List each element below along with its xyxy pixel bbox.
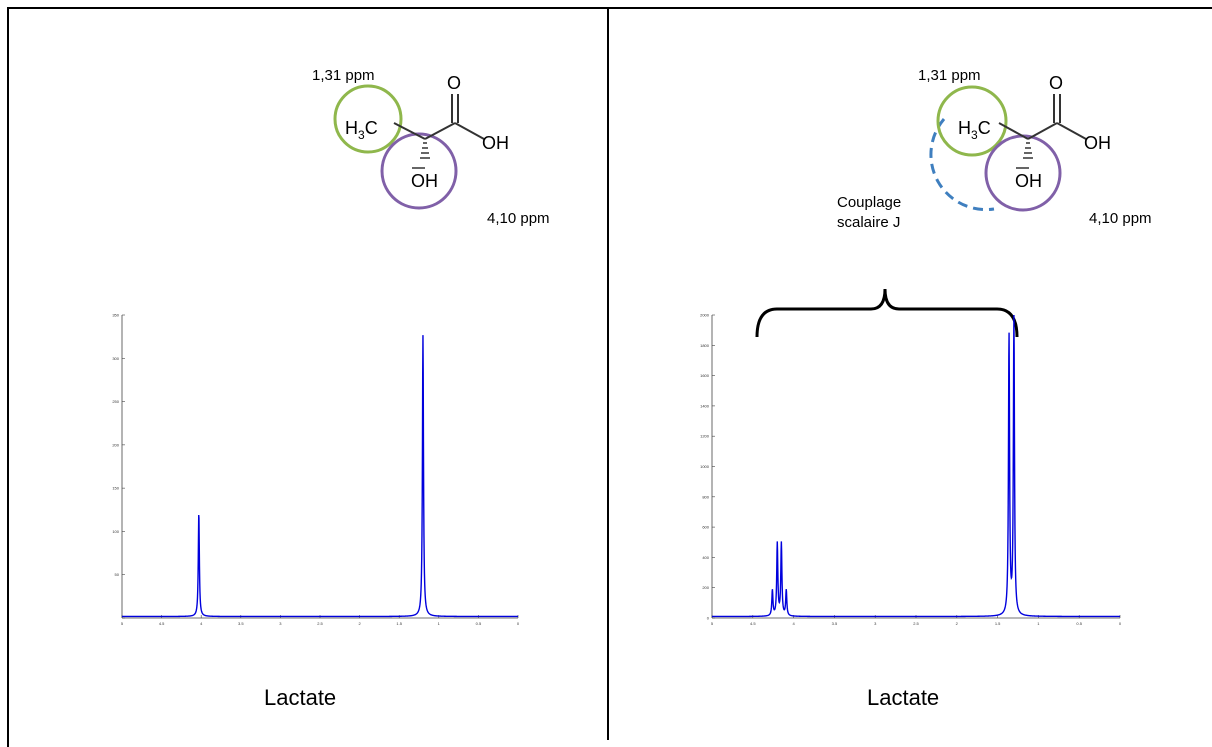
x-tick-label: 4.5 [159, 621, 165, 626]
x-tick-label: 0.5 [1076, 621, 1082, 626]
spectrum-chart-left: 5 4.5 4 3.5 3 2.5 2 1.5 1 0.5 0 50 100 150 200 250 300 35… [112, 313, 520, 627]
x-tick-label: 0 [1119, 621, 1122, 626]
x-tick-label: 4 [200, 621, 203, 626]
x-tick-label: 5 [711, 621, 714, 626]
y-tick-label: 1000 [700, 464, 710, 469]
x-tick-label: 4 [792, 621, 795, 626]
y-tick-label: 350 [112, 313, 119, 318]
coupling-label-2: scalaire J [837, 214, 900, 231]
x-tick-label: 2 [956, 621, 959, 626]
coupling-brace [757, 289, 1017, 337]
x-tick-label: 1 [438, 621, 441, 626]
y-tick-label: 300 [112, 356, 119, 361]
caption-left: Lactate [264, 685, 336, 711]
coupling-label-1: Couplage [837, 194, 901, 211]
y-tick-label: 0 [707, 616, 710, 621]
y-tick-label: 1800 [700, 343, 710, 348]
carbonyl-o-label: O [447, 73, 461, 93]
carbonyl-o-label-right: O [1049, 73, 1063, 93]
spectrum-chart-right: 5 4.5 4 3.5 3 2.5 2 1.5 1 0.5 0 0 200 400 600 800 1000 12… [700, 313, 1122, 627]
ch3-circle-right [938, 87, 1006, 155]
stereo-hash-right [1023, 143, 1033, 158]
bond-right-3 [1057, 123, 1086, 139]
ch3-shift-label-right: 1,31 ppm [918, 67, 981, 84]
y-tick-label: 400 [702, 555, 709, 560]
spectrum-line [122, 335, 518, 616]
ch3-label-right: H3C [958, 118, 991, 142]
x-tick-label: 1.5 [995, 621, 1001, 626]
acid-oh-label: OH [482, 133, 509, 153]
x-tick-label: 1 [1037, 621, 1040, 626]
y-tick-label: 600 [702, 525, 709, 530]
x-tick-label: 3 [279, 621, 282, 626]
ch3-shift-label: 1,31 ppm [312, 67, 375, 84]
y-tick-label: 100 [112, 529, 119, 534]
spectrum-line [712, 315, 1120, 616]
y-tick-label: 200 [112, 442, 119, 447]
y-tick-label: 2000 [700, 313, 710, 318]
y-tick-label: 250 [112, 399, 119, 404]
oh-shift-label-right: 4,10 ppm [1089, 210, 1152, 227]
x-tick-label: 5 [121, 621, 124, 626]
panel-right: H3C O OH OH 1,31 ppm 4,10 ppm Couplage s… [609, 9, 1212, 740]
x-tick-label: 3.5 [832, 621, 838, 626]
acid-oh-label-right: OH [1084, 133, 1111, 153]
x-tick-label: 1.5 [396, 621, 402, 626]
x-tick-label: 0 [517, 621, 520, 626]
x-tick-label: 4.5 [750, 621, 756, 626]
ch3-label: H3C [345, 118, 378, 142]
stereo-hash [420, 143, 430, 158]
panel-right-svg: H3C O OH OH 1,31 ppm 4,10 ppm Couplage s… [609, 9, 1212, 740]
bond-right-2 [1028, 123, 1057, 139]
x-tick-label: 3.5 [238, 621, 244, 626]
y-tick-label: 50 [115, 572, 120, 577]
oh-label-right: OH [1015, 171, 1042, 191]
y-tick-label: 1600 [700, 373, 710, 378]
lactate-molecule: H3C O OH OH [335, 73, 509, 208]
panel-left-svg: H3C O OH OH 1,31 ppm 4,10 ppm 5 4.5 4 3.5 3 2… [9, 9, 607, 740]
caption-right: Lactate [867, 685, 939, 711]
y-tick-label: 1400 [700, 403, 710, 408]
oh-label: OH [411, 171, 438, 191]
y-tick-label: 800 [702, 494, 709, 499]
bond-ch-c [425, 123, 455, 139]
x-tick-label: 2.5 [913, 621, 919, 626]
oh-shift-label: 4,10 ppm [487, 210, 550, 227]
lactate-molecule-right: H3C O OH OH [931, 73, 1111, 210]
y-tick-label: 1200 [700, 434, 710, 439]
y-tick-label: 200 [702, 585, 709, 590]
x-tick-label: 2 [358, 621, 361, 626]
x-tick-label: 2.5 [317, 621, 323, 626]
panel-left: H3C O OH OH 1,31 ppm 4,10 ppm 5 4.5 4 3.5 3 2… [9, 9, 607, 740]
x-tick-label: 3 [874, 621, 877, 626]
x-tick-label: 0.5 [476, 621, 482, 626]
y-tick-label: 150 [112, 486, 119, 491]
bond-c-oh [455, 123, 484, 139]
